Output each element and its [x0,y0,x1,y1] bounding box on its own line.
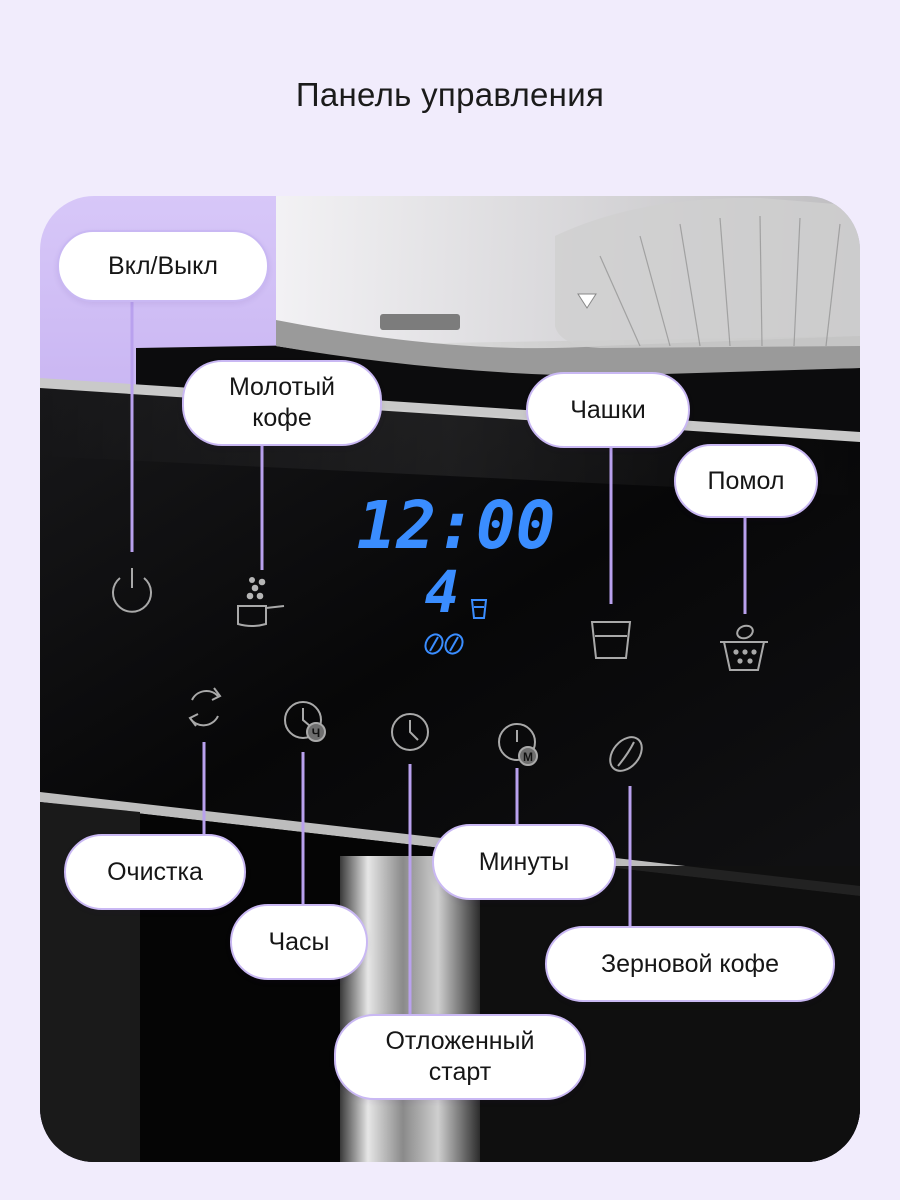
display-cups: 4 [425,558,460,626]
power-icon[interactable] [112,568,152,613]
page-title: Панель управления [295,76,605,113]
label-cleaning: Очистка [64,834,246,910]
label-power: Вкл/Выкл [57,230,269,302]
cup-icon[interactable] [590,621,632,659]
display-bean-indicators [424,633,464,655]
clock-minutes-icon[interactable]: M [498,723,538,766]
display-time: 12:00 [357,487,556,564]
ground-coffee-scoop-icon[interactable] [237,577,285,627]
water-tank [276,196,860,376]
label-bean-coffee: Зерновой кофе [545,926,835,1002]
label-cups: Чашки [526,372,690,448]
clock-hours-icon[interactable]: Ч [284,701,326,742]
label-grind: Помол [674,444,818,518]
led-display: 12:00 4 [357,487,556,655]
label-ground-coffee: Молотый кофе [182,360,382,446]
label-minutes: Минуты [432,824,616,900]
hours-glyph: Ч [312,726,320,740]
display-cup-icon [470,599,488,619]
control-panel [40,382,860,888]
product-photo-card: 12:00 4 [40,196,860,1162]
label-hours: Часы [230,904,368,980]
minutes-glyph: M [523,750,533,764]
label-delayed-start: Отложенный старт [334,1014,586,1100]
clock-icon[interactable] [391,713,429,751]
cleaning-cycle-icon[interactable] [188,687,222,727]
coffee-bean-icon[interactable] [604,731,648,777]
grind-basket-icon[interactable] [720,624,768,671]
